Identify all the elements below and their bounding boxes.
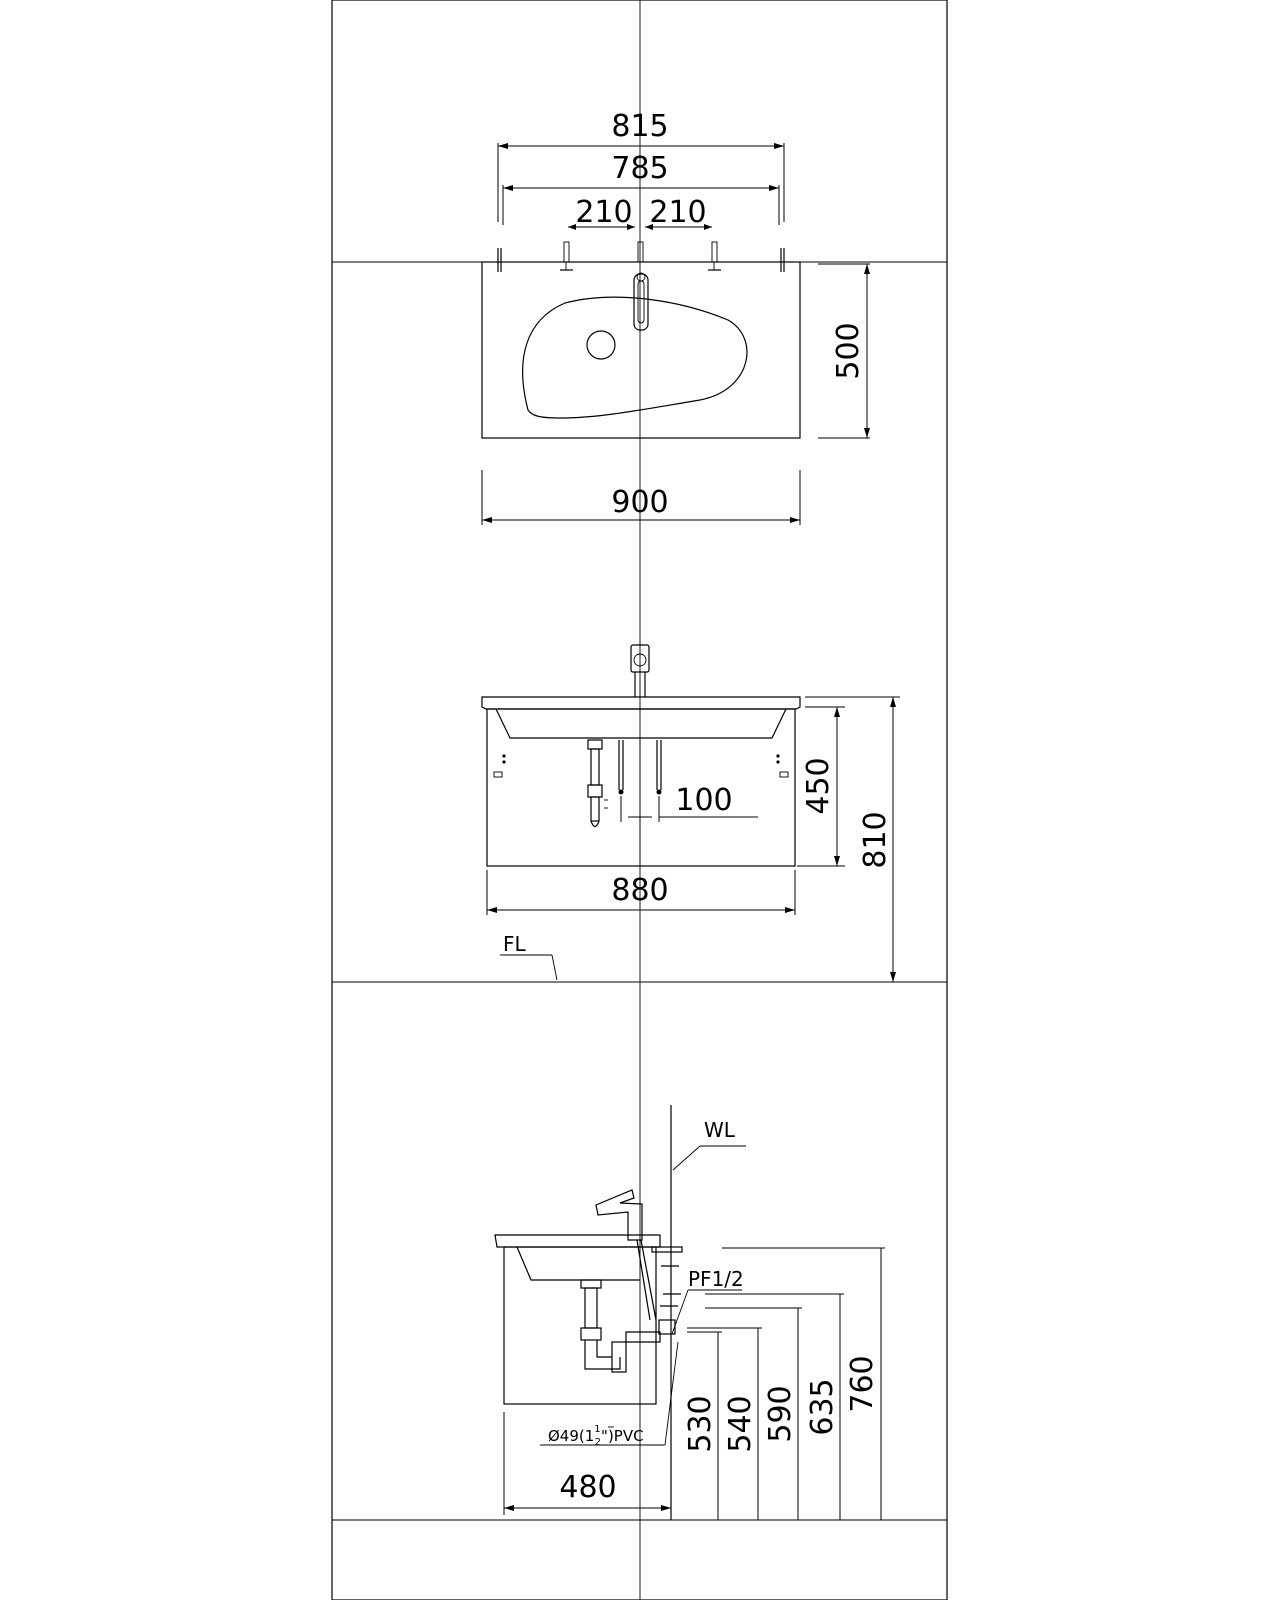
countertop-side — [494, 1234, 661, 1248]
cabinet-front — [486, 708, 796, 867]
wall-fittings — [497, 241, 785, 272]
dim-label-500: 500 — [831, 322, 866, 379]
dim-450: 450 — [797, 706, 845, 867]
dim-label-880: 880 — [611, 873, 668, 908]
dim-label-900: 900 — [611, 485, 668, 520]
dim-815: 815 — [497, 109, 785, 222]
floor-level-label: FL — [503, 932, 527, 956]
basin-bowl-side — [516, 1246, 640, 1281]
drain-trap-front — [587, 739, 608, 828]
faucet-top — [633, 272, 649, 331]
dim-810: 810 — [805, 696, 900, 982]
supply-label: PF1/2 — [688, 1267, 744, 1291]
dim-label-210-right: 210 — [649, 195, 706, 230]
dim-880: 880 — [486, 870, 796, 915]
drain-label-prefix: Ø49(1 — [548, 1427, 594, 1445]
dim-210-pair: 210 210 — [568, 195, 712, 230]
drain-trap-side — [580, 1279, 661, 1373]
countertop-front — [481, 696, 801, 710]
basin-outline — [522, 296, 748, 419]
drain-hole — [586, 330, 616, 360]
drain-label-frac-den: 2 — [595, 1437, 601, 1448]
supply-callout: PF1/2 — [671, 1267, 744, 1335]
front-view: 100 450 810 880 — [481, 644, 900, 982]
drain-label: Ø49(11 2")PVC — [548, 1424, 644, 1448]
side-view: WL PF1/2 — [494, 1105, 885, 1520]
height-dims: 530 540 590 635 760 — [683, 1247, 885, 1520]
dim-785: 785 — [502, 151, 780, 225]
dim-label-810: 810 — [858, 811, 893, 868]
wall-level-callout: WL — [672, 1118, 746, 1171]
drain-label-frac-num: 1 — [594, 1424, 600, 1435]
dim-100: 100 — [620, 783, 758, 822]
basin-bowl-front — [495, 708, 787, 739]
wall-level-label: WL — [704, 1118, 736, 1142]
supply-pipes — [618, 740, 662, 795]
dim-label-480: 480 — [559, 1470, 616, 1505]
dim-900: 900 — [481, 470, 801, 525]
top-view: 815 785 210 210 — [481, 109, 870, 525]
dim-label-530: 530 — [683, 1395, 718, 1452]
dim-480: 480 — [503, 1412, 671, 1515]
drain-pipe-callout: Ø49(11 2")PVC — [540, 1341, 679, 1448]
dim-label-815: 815 — [611, 109, 668, 144]
drain-label-suffix: ")PVC — [601, 1427, 644, 1445]
faucet-side — [595, 1189, 643, 1241]
countertop-outline — [481, 261, 801, 439]
supply-side — [636, 1239, 683, 1335]
dim-label-210-left: 210 — [575, 195, 632, 230]
dim-label-760: 760 — [845, 1355, 880, 1412]
dim-label-785: 785 — [611, 151, 668, 186]
floor-level-callout: FL — [500, 932, 558, 981]
faucet-front — [630, 644, 650, 697]
dim-label-635: 635 — [805, 1378, 840, 1435]
dim-label-540: 540 — [723, 1395, 758, 1452]
dim-500: 500 — [818, 263, 870, 439]
cabinet-hardware — [493, 754, 789, 778]
dim-label-590: 590 — [763, 1385, 798, 1442]
cabinet-side — [503, 1246, 657, 1405]
dim-label-450: 450 — [801, 757, 836, 814]
dim-label-100: 100 — [675, 783, 732, 818]
